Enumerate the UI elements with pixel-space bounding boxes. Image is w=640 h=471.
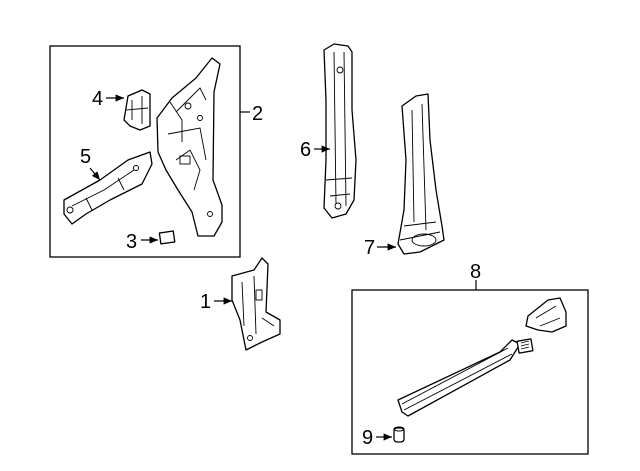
part-7-b-pillar-outer[interactable] (397, 93, 445, 255)
callout-5[interactable]: 5 (80, 146, 91, 168)
part-3-plate[interactable] (158, 230, 176, 245)
part-2-pillar-panel[interactable] (156, 57, 223, 237)
callout-3[interactable]: 3 (126, 231, 137, 253)
group-box-2 (49, 45, 241, 258)
callout-1[interactable]: 1 (200, 291, 211, 313)
part-8-rocker-panel[interactable] (397, 297, 567, 417)
part-6-b-pillar[interactable] (323, 43, 357, 219)
part-1-lower-pillar[interactable] (231, 257, 281, 351)
callout-4[interactable]: 4 (92, 88, 103, 110)
callout-2[interactable]: 2 (252, 103, 263, 125)
callout-9[interactable]: 9 (362, 427, 373, 449)
part-9-plug[interactable] (393, 426, 405, 443)
part-4-bracket[interactable] (123, 89, 151, 131)
callout-7[interactable]: 7 (364, 237, 375, 259)
callout-8[interactable]: 8 (470, 261, 481, 283)
callout-6[interactable]: 6 (300, 139, 311, 161)
group-box-8 (351, 289, 589, 455)
part-5-reinforcement[interactable] (63, 151, 153, 225)
